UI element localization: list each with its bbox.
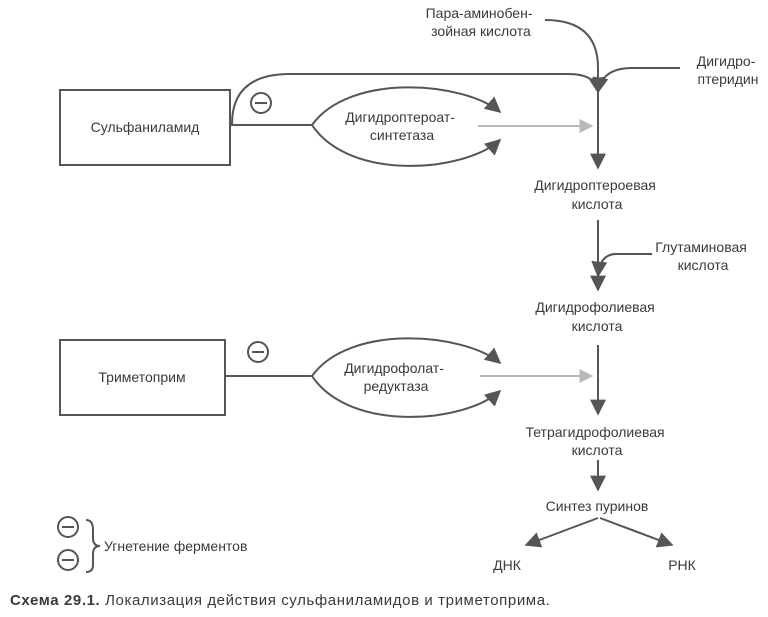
dhfr-upper-arc (311, 337, 502, 377)
dihydropteroic-acid-label-line1: Дигидроптероевая (534, 177, 656, 193)
rna-label: РНК (668, 557, 696, 573)
legend-inhibition-icon-1 (57, 516, 79, 538)
caption-number: Схема 29.1. (10, 592, 101, 609)
paba-curve-arrow (544, 19, 599, 92)
sulfanilamide-bypass-arrow (231, 73, 605, 125)
dhps-lower-arc (311, 124, 502, 167)
dhps-upper-arc (311, 86, 502, 126)
dihydrofolic-acid-label-line1: Дигидрофолиевая (535, 299, 654, 315)
paba-label: Пара-аминобен- зойная кислота (426, 5, 537, 39)
purine-synthesis-label: Синтез пуринов (546, 498, 649, 514)
tetrahydrofolic-acid-label-line2: кислота (572, 442, 623, 458)
dhfr-lower-arc (311, 375, 502, 418)
dihydropteridine-label-line2: птеридин (698, 71, 759, 87)
glutamic-acid-arrow (591, 253, 652, 278)
trimethoprim-label: Триметоприм (98, 369, 185, 385)
trimethoprim-box (59, 339, 226, 416)
figure-caption: Схема 29.1. Локализация действия сульфан… (10, 592, 550, 609)
dhfr-label-line2: редуктаза (364, 378, 429, 394)
arrow-to-dna (524, 517, 599, 548)
glutamic-acid-label: Глутаминовая кислота (655, 239, 751, 273)
dhfr-label: Дигидрофолат- редуктаза (344, 360, 448, 394)
dihydropteridine-label-line1: Дигидро- (697, 53, 756, 69)
glutamic-acid-label-line1: Глутаминовая (655, 239, 747, 255)
legend-bracket (85, 519, 101, 573)
paba-label-line2: зойная кислота (431, 23, 531, 39)
dna-label: ДНК (493, 557, 522, 573)
tetrahydrofolic-acid-label-line1: Тетрагидрофолиевая (525, 424, 664, 440)
glutamic-acid-label-line2: кислота (678, 257, 729, 273)
paba-label-line1: Пара-аминобен- (426, 5, 533, 21)
caption-text: Локализация действия сульфаниламидов и т… (100, 592, 551, 609)
dihydrofolic-acid-label: Дигидрофолиевая кислота (535, 299, 658, 334)
sulfanilamide-label: Сульфаниламид (91, 119, 200, 135)
dhfr-inhibition-icon (247, 341, 269, 363)
dihydropteroic-acid-label: Дигидроптероевая кислота (534, 177, 660, 212)
legend-label: Угнетение ферментов (104, 538, 247, 554)
sulfanilamide-box (59, 89, 231, 166)
dhps-label: Дигидроптероат- синтетаза (345, 109, 459, 143)
dhps-label-line2: синтетаза (370, 127, 434, 143)
dihydropteroic-acid-label-line2: кислота (572, 196, 623, 212)
arrow-to-rna (599, 517, 674, 548)
dhfr-label-line1: Дигидрофолат- (344, 360, 444, 376)
dihydropteridine-arrow (592, 67, 680, 94)
tetrahydrofolic-acid-label: Тетрагидрофолиевая кислота (525, 424, 668, 458)
dihydrofolic-acid-label-line2: кислота (572, 318, 623, 334)
legend-inhibition-icon-2 (57, 549, 79, 571)
dihydropteridine-label: Дигидро- птеридин (697, 53, 760, 87)
dhps-inhibition-icon (250, 92, 272, 114)
dhps-label-line1: Дигидроптероат- (345, 109, 455, 125)
